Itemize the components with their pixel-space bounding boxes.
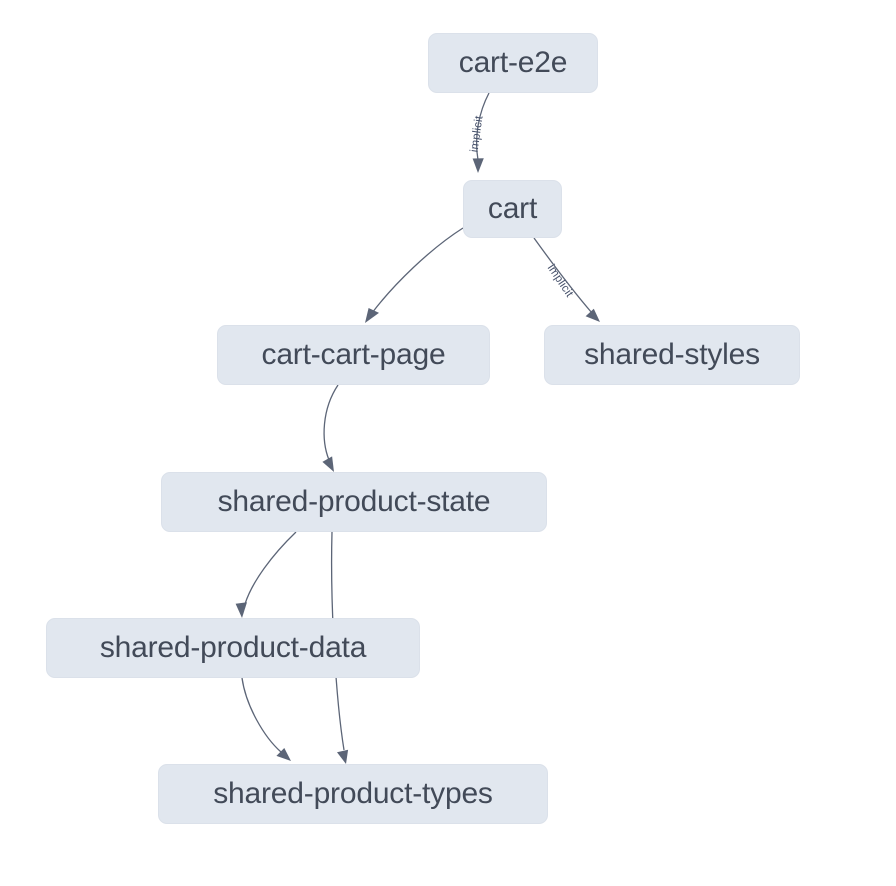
edge-arrowhead-icon: [322, 456, 334, 472]
edge-arrowhead-icon: [276, 748, 291, 761]
graph-node-shared-product-types[interactable]: shared-product-types: [158, 764, 548, 824]
graph-node-label: shared-product-types: [213, 777, 493, 810]
graph-node-shared-product-state[interactable]: shared-product-state: [161, 472, 547, 532]
graph-node-label: shared-styles: [584, 338, 760, 371]
edge-line: [533, 237, 593, 314]
graph-node-cart[interactable]: cart: [463, 180, 562, 238]
edge-arrowhead-icon: [585, 308, 600, 322]
graph-edge: implicit: [533, 237, 600, 322]
graph-edge: [241, 677, 291, 761]
graph-edge: [365, 227, 464, 323]
edge-line: [323, 384, 339, 461]
edge-line: [371, 227, 464, 314]
edge-line: [241, 677, 282, 753]
edge-arrowhead-icon: [365, 308, 379, 323]
graph-node-label: cart-cart-page: [261, 338, 446, 371]
graph-node-label: shared-product-state: [217, 485, 491, 518]
graph-node-cart-e2e[interactable]: cart-e2e: [428, 33, 598, 93]
graph-node-label: cart: [487, 192, 538, 225]
edge-arrowhead-icon: [472, 158, 484, 173]
graph-edge: implicit: [469, 92, 490, 173]
graph-node-cart-cart-page[interactable]: cart-cart-page: [217, 325, 490, 385]
edge-label: implicit: [545, 262, 576, 300]
graph-node-shared-product-data[interactable]: shared-product-data: [46, 618, 420, 678]
edge-arrowhead-icon: [235, 602, 247, 618]
edge-line: [475, 92, 490, 161]
graph-node-label: shared-product-data: [99, 631, 367, 664]
graph-node-shared-styles[interactable]: shared-styles: [544, 325, 800, 385]
graph-edge: [235, 531, 297, 618]
edge-label: implicit: [469, 114, 486, 153]
graph-edge: [322, 384, 339, 472]
edge-line: [244, 531, 297, 605]
edge-arrowhead-icon: [337, 749, 349, 764]
graph-node-label: cart-e2e: [458, 46, 568, 79]
